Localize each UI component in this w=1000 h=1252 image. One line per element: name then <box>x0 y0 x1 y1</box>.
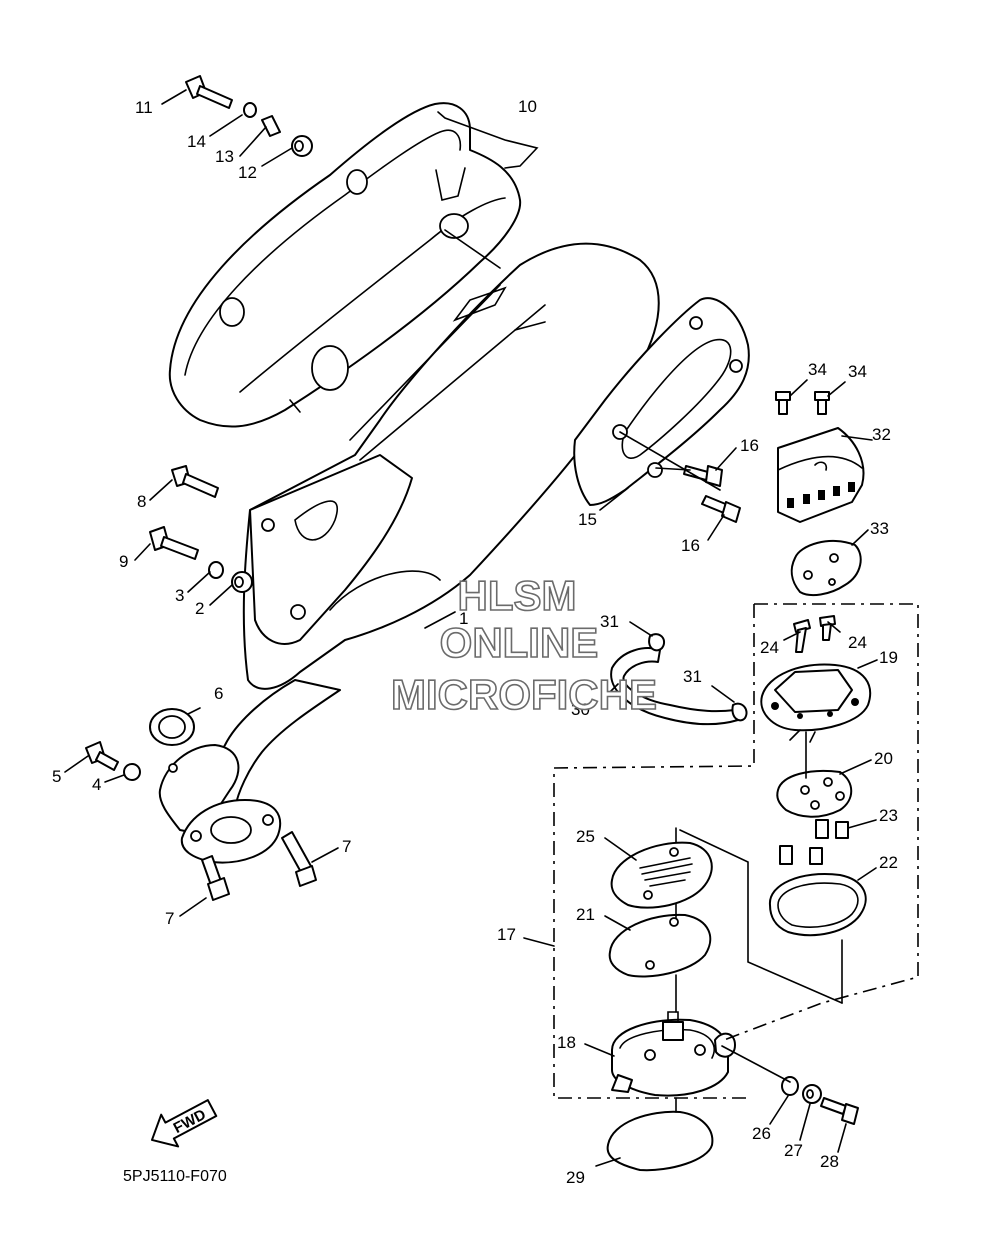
part-10-protector <box>168 102 522 428</box>
callout-10: 10 <box>518 97 537 116</box>
fwd-arrow: FWD <box>150 1099 218 1148</box>
part-29-filter-element <box>606 1110 714 1172</box>
callout-17: 17 <box>497 925 516 944</box>
callout-11: 11 <box>135 98 153 117</box>
part-1-muffler <box>242 242 660 690</box>
callout-6: 6 <box>214 684 223 703</box>
callout-1: 1 <box>459 609 468 628</box>
callout-13: 13 <box>215 147 234 166</box>
callout-27: 27 <box>784 1141 803 1160</box>
watermark-line2: ONLINE <box>440 619 599 666</box>
watermark: HLSM ONLINE MICROFICHE <box>390 571 658 719</box>
callout-19: 19 <box>879 648 898 667</box>
callout-20: 20 <box>874 749 893 768</box>
callout-9: 9 <box>119 552 128 571</box>
callout-28: 28 <box>820 1152 839 1171</box>
callout-25: 25 <box>576 827 595 846</box>
callout-7b: 7 <box>165 909 174 928</box>
callout-5: 5 <box>52 767 61 786</box>
part-18-filter-case <box>611 1011 736 1097</box>
part-25-screen <box>610 841 713 909</box>
callout-30: 30 <box>571 700 590 719</box>
callout-23: 23 <box>879 806 898 825</box>
assembly-outlines <box>444 229 919 1113</box>
callout-14: 14 <box>187 132 206 151</box>
callout-21: 21 <box>576 905 595 924</box>
leader-lines <box>64 89 878 1167</box>
hardware <box>85 75 859 1125</box>
callout-31b: 31 <box>683 667 702 686</box>
callout-31a: 31 <box>600 612 619 631</box>
part-6-gasket <box>149 708 195 746</box>
part-22-o-ring <box>768 873 867 937</box>
callout-29: 29 <box>566 1168 585 1187</box>
callout-18: 18 <box>557 1033 576 1052</box>
diagram-code: 5PJ5110-F070 <box>123 1168 227 1185</box>
callout-8: 8 <box>137 492 146 511</box>
callout-15: 15 <box>578 510 597 529</box>
callout-34b: 34 <box>848 362 867 381</box>
part-21-plate <box>608 913 712 978</box>
callout-33: 33 <box>870 519 889 538</box>
callout-34a: 34 <box>808 360 827 379</box>
callout-26: 26 <box>752 1124 771 1143</box>
callout-24b: 24 <box>848 633 867 652</box>
part-30-hose <box>610 647 739 726</box>
part-20-plate <box>776 769 853 818</box>
callout-3: 3 <box>175 586 184 605</box>
callout-16a: 16 <box>740 436 759 455</box>
watermark-line3: MICROFICHE <box>391 671 657 718</box>
exhaust-pipe <box>158 679 341 864</box>
callout-4: 4 <box>92 775 101 794</box>
callout-2: 2 <box>195 599 204 618</box>
callout-24a: 24 <box>760 638 779 657</box>
callout-12: 12 <box>238 163 257 182</box>
callout-7a: 7 <box>342 837 351 856</box>
part-32-cover <box>777 427 865 523</box>
callout-16b: 16 <box>681 536 700 555</box>
part-33-gasket <box>790 540 862 597</box>
callout-numbers: 11 14 13 12 10 8 9 3 2 6 5 4 7 7 1 15 16… <box>52 97 898 1187</box>
callout-32: 32 <box>872 425 891 444</box>
callout-22: 22 <box>879 853 898 872</box>
part-15-shield <box>573 297 750 506</box>
part-19-reed-valve <box>760 663 872 743</box>
watermark-line1: HLSM <box>458 572 577 619</box>
